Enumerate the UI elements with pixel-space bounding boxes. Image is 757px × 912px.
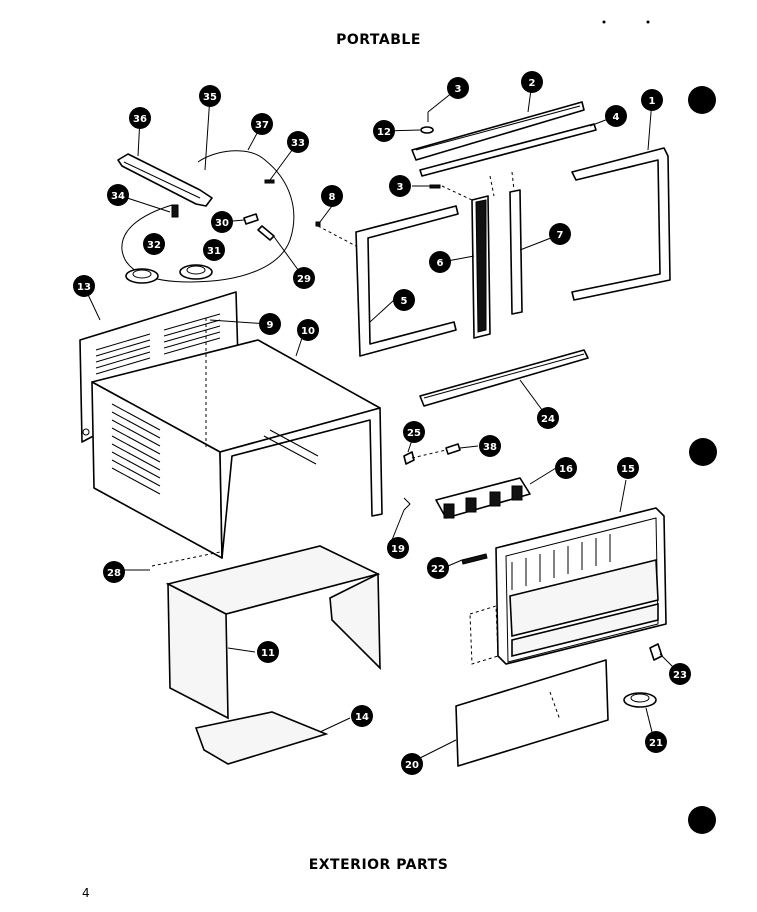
- svg-text:34: 34: [111, 191, 125, 202]
- cabinet: [79, 291, 383, 765]
- binder-hole-mark: [688, 806, 716, 834]
- callout-32: 32: [143, 233, 165, 255]
- svg-text:11: 11: [261, 648, 275, 659]
- svg-text:22: 22: [431, 564, 445, 575]
- svg-text:1: 1: [649, 96, 656, 107]
- section-title: EXTERIOR PARTS: [308, 857, 449, 873]
- svg-text:36: 36: [133, 114, 147, 125]
- callout-1: 1: [641, 89, 663, 111]
- callout-12: 12: [373, 120, 395, 142]
- callout-7: 7: [549, 223, 571, 245]
- svg-text:21: 21: [649, 738, 663, 749]
- callout-4: 4: [605, 105, 627, 127]
- binder-hole-mark: [689, 438, 717, 466]
- callout-33: 33: [287, 131, 309, 153]
- handle-assembly: [117, 95, 295, 284]
- svg-text:29: 29: [297, 274, 311, 285]
- svg-text:30: 30: [215, 218, 229, 229]
- callout-8: 8: [321, 185, 343, 207]
- page-number: 4: [82, 886, 91, 900]
- callout-23: 23: [669, 663, 691, 685]
- svg-text:3: 3: [455, 84, 462, 95]
- svg-text:24: 24: [541, 414, 555, 425]
- svg-text:8: 8: [329, 192, 336, 203]
- svg-text:10: 10: [301, 326, 315, 337]
- callout-22: 22: [427, 557, 449, 579]
- svg-text:14: 14: [355, 712, 369, 723]
- svg-text:15: 15: [621, 464, 635, 475]
- callout-37: 37: [251, 113, 273, 135]
- callout-29: 29: [293, 267, 315, 289]
- page-title: PORTABLE: [336, 32, 421, 48]
- svg-text:9: 9: [267, 320, 274, 331]
- callout-35: 35: [199, 85, 221, 107]
- svg-text:12: 12: [377, 127, 391, 138]
- svg-text:16: 16: [559, 464, 573, 475]
- svg-text:5: 5: [401, 296, 408, 307]
- svg-text:3: 3: [397, 182, 404, 193]
- callout-14: 14: [351, 705, 373, 727]
- svg-text:37: 37: [255, 120, 269, 131]
- callout-5: 5: [393, 289, 415, 311]
- callout-2: 2: [521, 71, 543, 93]
- svg-text:23: 23: [673, 670, 687, 681]
- svg-text:2: 2: [529, 78, 536, 89]
- callout-38: 38: [479, 435, 501, 457]
- callout-24: 24: [537, 407, 559, 429]
- svg-text:19: 19: [391, 544, 405, 555]
- svg-text:7: 7: [557, 230, 564, 241]
- callout-31: 31: [203, 239, 225, 261]
- svg-text:35: 35: [203, 92, 217, 103]
- callout-15: 15: [617, 457, 639, 479]
- callout-13: 13: [73, 275, 95, 297]
- callout-25: 25: [403, 421, 425, 443]
- svg-text:31: 31: [207, 246, 221, 257]
- svg-text:4: 4: [613, 112, 620, 123]
- svg-text:33: 33: [291, 138, 305, 149]
- callout-36: 36: [129, 107, 151, 129]
- callout-6: 6: [429, 251, 451, 273]
- callout-3: 3: [447, 77, 469, 99]
- svg-text:20: 20: [405, 760, 419, 771]
- binder-hole-mark: [688, 86, 716, 114]
- callout-9: 9: [259, 313, 281, 335]
- callout-3: 3: [389, 175, 411, 197]
- svg-text:32: 32: [147, 240, 161, 251]
- svg-text:6: 6: [437, 258, 444, 269]
- svg-text:38: 38: [483, 442, 497, 453]
- callout-20: 20: [401, 753, 423, 775]
- svg-text:25: 25: [407, 428, 421, 439]
- svg-text:13: 13: [77, 282, 91, 293]
- callout-19: 19: [387, 537, 409, 559]
- callout-28: 28: [103, 561, 125, 583]
- callout-34: 34: [107, 184, 129, 206]
- callout-11: 11: [257, 641, 279, 663]
- front-grille-assembly: [403, 443, 667, 767]
- svg-text:28: 28: [107, 568, 121, 579]
- callout-30: 30: [211, 211, 233, 233]
- callout-21: 21: [645, 731, 667, 753]
- callout-16: 16: [555, 457, 577, 479]
- window-kit: [315, 101, 671, 407]
- callout-10: 10: [297, 319, 319, 341]
